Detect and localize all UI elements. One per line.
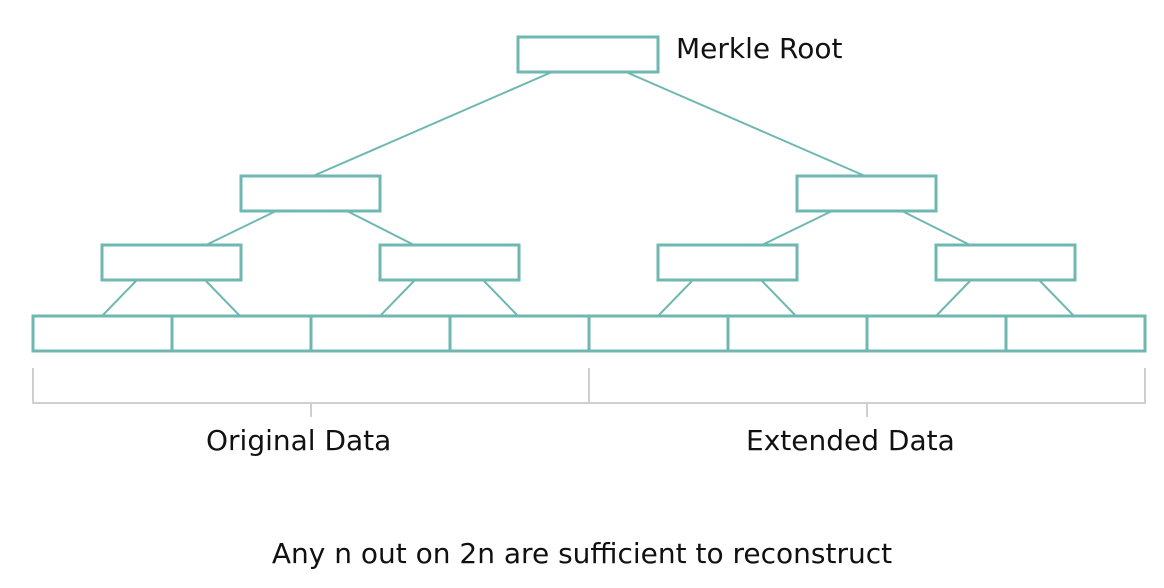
extended-data-label: Extended Data [746,424,955,457]
original-data-bracket [32,368,589,417]
leaf-node-5 [587,314,730,353]
leaf-node-1 [31,314,174,353]
tree-node-l2-3 [656,243,799,282]
root-node [516,35,660,74]
tree-node-l2-4 [934,243,1077,282]
edge-l2a-left [101,280,137,317]
leaf-node-8 [1004,314,1147,353]
original-data-label: Original Data [206,424,392,457]
edge-l2a-right [205,280,241,317]
leaf-node-6 [726,314,869,353]
leaf-node-7 [865,314,1008,353]
leaf-node-3 [309,314,452,353]
edge-l2c-left [657,280,693,317]
merkle-root-label: Merkle Root [676,32,843,65]
extended-data-bracket [588,368,1146,417]
edge-l2b-left [379,280,415,317]
edge-l1a-right [346,210,415,246]
leaf-node-2 [170,314,313,353]
tree-node-l2-1 [100,243,243,282]
edge-root-right [625,71,866,177]
tree-node-l2-2 [378,243,521,282]
edge-l2b-right [483,280,519,317]
edge-l2d-right [1039,280,1075,317]
tree-node-l1-right [795,174,938,213]
edge-l2d-left [935,280,971,317]
edge-l2c-right [761,280,797,317]
edge-root-left [312,71,553,177]
leaf-node-4 [448,314,591,353]
edge-l1a-left [205,210,277,246]
caption: Any n out on 2n are sufficient to recons… [271,537,893,570]
tree-node-l1-left [239,174,382,213]
edge-l1b-left [761,210,833,246]
edge-l1b-right [901,210,971,246]
